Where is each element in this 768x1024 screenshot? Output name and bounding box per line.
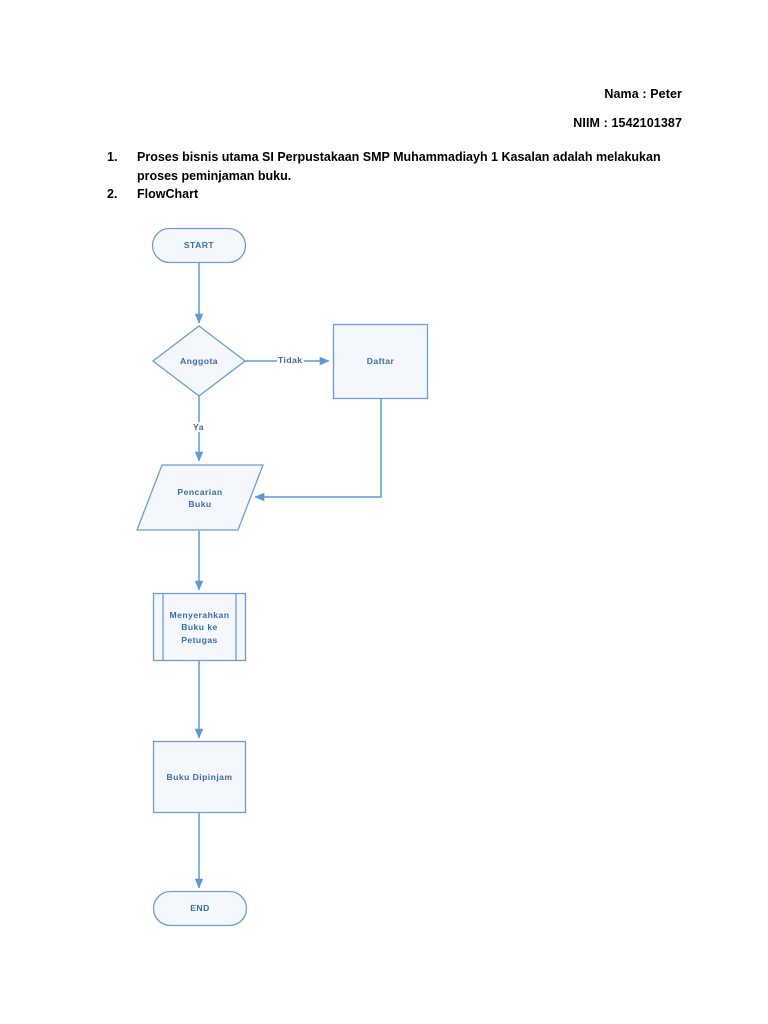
node-pencarian-shape[interactable] (136, 464, 264, 531)
node-start-shape[interactable] (151, 227, 247, 264)
node-menyerahkan-shape[interactable] (152, 592, 247, 662)
student-name-line: Nama : Peter (604, 87, 682, 101)
numbered-list: 1. Proses bisnis utama SI Perpustakaan S… (107, 148, 687, 204)
node-daftar-shape[interactable] (332, 323, 429, 400)
node-dipinjam-shape[interactable] (152, 740, 247, 814)
flow-shapes (136, 227, 429, 927)
flow-connectors (194, 263, 382, 889)
list-item-text: Proses bisnis utama SI Perpustakaan SMP … (137, 150, 661, 183)
student-id-line: NIIM : 1542101387 (573, 115, 682, 130)
list-item: 2. FlowChart (107, 185, 687, 204)
list-item-number: 1. (107, 150, 118, 164)
edge-label-ya: Ya (192, 422, 205, 432)
header-name-block: Nama : Peter NIIM : 1542101387 (573, 88, 682, 129)
edge-label-tidak: Tidak (277, 355, 304, 365)
list-item-number: 2. (107, 187, 118, 201)
list-item: 1. Proses bisnis utama SI Perpustakaan S… (107, 148, 687, 185)
connector-daftar-to-pencarian (254, 399, 382, 502)
list-item-text: FlowChart (137, 187, 199, 201)
node-anggota-shape[interactable] (151, 325, 247, 397)
node-end-shape[interactable] (152, 890, 248, 927)
